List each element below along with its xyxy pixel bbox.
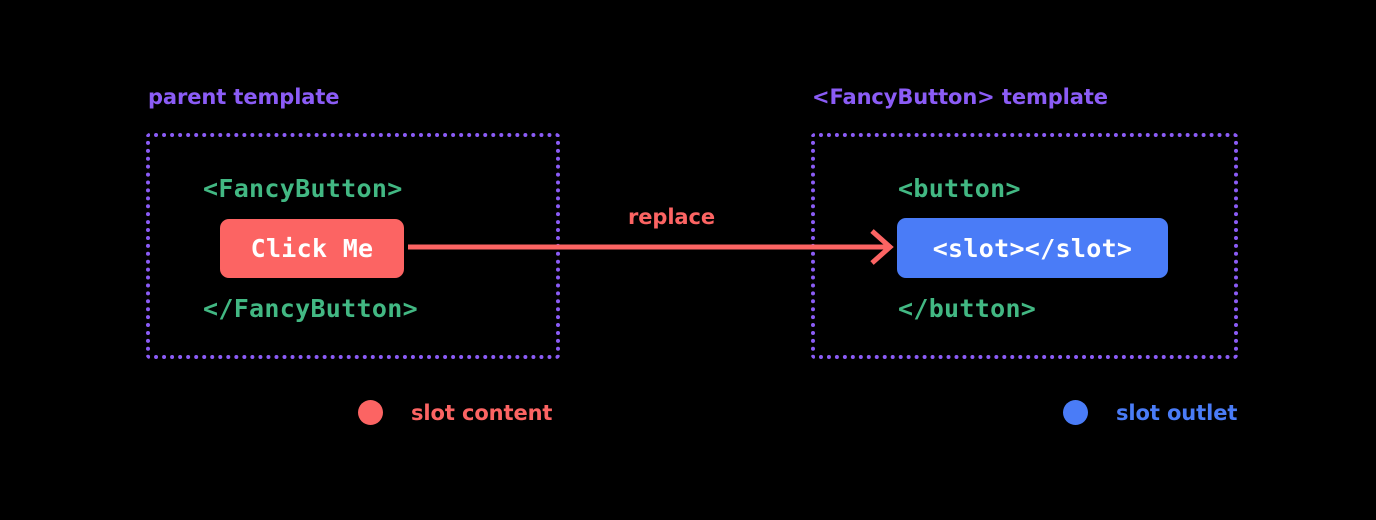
slot-outlet-dot-icon: [1063, 400, 1088, 425]
legend-label-slot-outlet: slot outlet: [1116, 400, 1238, 425]
code-fancybutton-close-tag: </FancyButton>: [203, 294, 418, 323]
legend-item-slot-outlet: slot outlet: [1063, 400, 1237, 425]
slot-content-dot-icon: [358, 400, 383, 425]
replace-arrow-icon: [408, 229, 894, 265]
legend-item-slot-content: slot content: [358, 400, 552, 425]
slot-content-chip[interactable]: Click Me: [220, 219, 404, 278]
code-button-open-tag: <button>: [898, 174, 1021, 203]
code-button-close-tag: </button>: [898, 294, 1037, 323]
code-fancybutton-open-tag: <FancyButton>: [203, 174, 403, 203]
legend-label-slot-content: slot content: [411, 400, 553, 425]
slot-outlet-chip[interactable]: <slot></slot>: [897, 218, 1168, 278]
replace-arrow-label: replace: [628, 205, 715, 229]
parent-template-label: parent template: [148, 85, 340, 109]
fancybutton-template-label: <FancyButton> template: [812, 85, 1108, 109]
